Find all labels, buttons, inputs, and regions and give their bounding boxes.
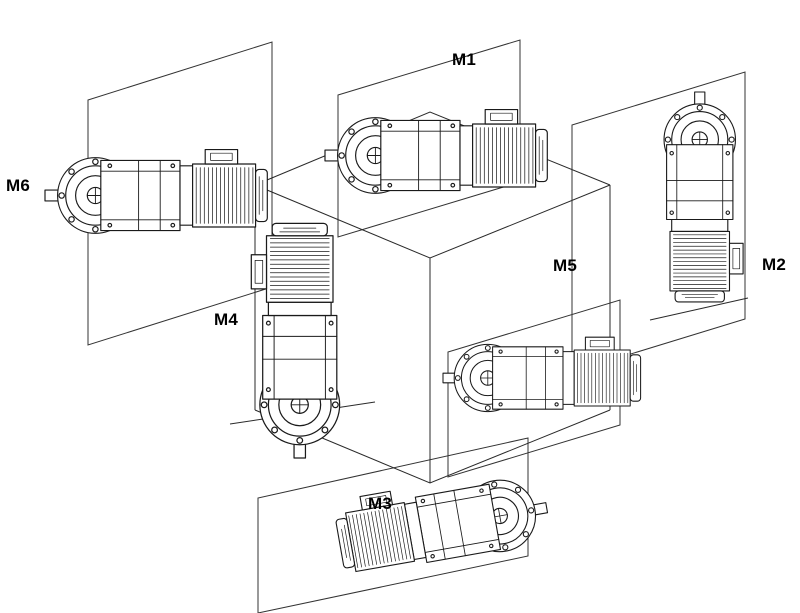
base-line-m2 — [649, 297, 749, 321]
label-m6: M6 — [6, 176, 31, 195]
label-m1: M1 — [452, 50, 477, 69]
mounting-plane-m5 — [447, 299, 621, 478]
mounting-plane-m1 — [337, 39, 521, 238]
label-m5: M5 — [553, 256, 578, 275]
gearmotor-m4 — [250, 222, 341, 459]
gearmotor-m3 — [331, 464, 554, 580]
mounting-plane-m3 — [257, 437, 529, 613]
gearmotor-m5 — [442, 336, 642, 413]
label-m2: M2 — [762, 255, 787, 274]
mounting-planes — [87, 39, 746, 613]
label-m4: M4 — [214, 310, 239, 329]
label-m3: M3 — [368, 494, 393, 513]
gearmotor-m6 — [44, 149, 268, 234]
gearmotor-m1 — [324, 109, 548, 194]
mounting-plane-m2 — [571, 71, 746, 373]
gearmotor-m2 — [663, 91, 744, 303]
